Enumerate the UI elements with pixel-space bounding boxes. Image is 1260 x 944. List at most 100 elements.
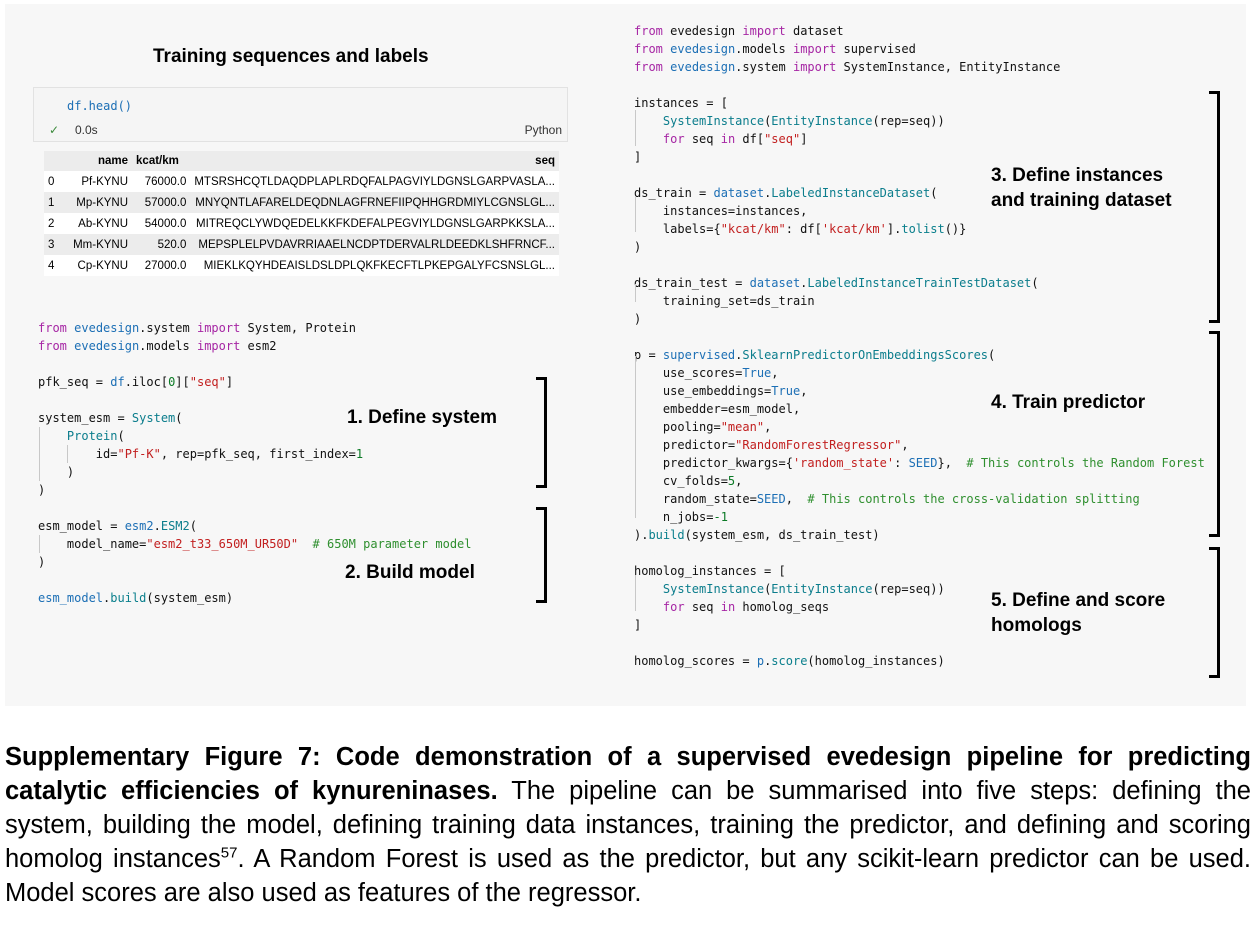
left-code-line: pfk_seq = df.iloc[0]["seq"] xyxy=(38,375,234,389)
notebook-cell[interactable]: df.head() ✓ 0.0s Python xyxy=(33,87,568,142)
step-3-label-line1: 3. Define instances xyxy=(991,165,1164,186)
right-code-block: from evedesign import dataset from evedes… xyxy=(634,22,1205,670)
right-code-line xyxy=(634,256,1205,274)
success-check-icon: ✓ xyxy=(49,123,60,137)
seq-cell: MNYQNTLAFARELDEQDNLAGFRNEFIIPQHHGRDMIYLC… xyxy=(190,192,559,213)
step-2-bracket xyxy=(536,507,547,603)
right-code-line: cv_folds=5, xyxy=(634,474,743,488)
right-code-line xyxy=(634,76,1205,94)
seq-cell: MTSRSHCQTLDAQDPLAPLRDQFALPAGVIYLDGNSLGAR… xyxy=(190,171,559,192)
left-code-line: id="Pf-K", rep=pfk_seq, first_index=1 xyxy=(38,447,364,461)
right-code-line: training_set=ds_train xyxy=(634,294,815,308)
right-code-line: p = supervised.SklearnPredictorOnEmbeddi… xyxy=(634,348,996,362)
table-panel-title: Training sequences and labels xyxy=(153,46,429,67)
name-cell: Ab-KYNU xyxy=(62,213,133,234)
column-header-index xyxy=(44,151,63,171)
right-code-line: predictor_kwargs={'random_state': SEED},… xyxy=(634,456,1205,470)
kcat-cell: 27000.0 xyxy=(132,255,191,276)
execution-time: 0.0s xyxy=(75,123,98,137)
right-code-line: predictor="RandomForestRegressor", xyxy=(634,438,909,452)
right-code-line: ds_train = dataset.LabeledInstanceDatase… xyxy=(634,186,938,200)
step-5-bracket xyxy=(1209,547,1220,678)
caption-body: The pipeline can be summarised into five… xyxy=(5,777,1251,873)
indent-guide xyxy=(635,356,636,518)
left-code-line: from evedesign.system import System, Pro… xyxy=(38,321,356,335)
right-code-line: homolog_instances = [ xyxy=(634,564,786,578)
right-code-line: ] xyxy=(634,618,642,632)
kcat-cell: 54000.0 xyxy=(132,213,191,234)
right-code-line: n_jobs=-1 xyxy=(634,510,728,524)
row-index-cell: 2 xyxy=(44,213,63,234)
right-code-line: from evedesign.system import SystemInsta… xyxy=(634,60,1061,74)
step-2-label: 2. Build model xyxy=(345,562,475,583)
left-code-block: from evedesign.system import System, Pro… xyxy=(38,319,472,607)
indent-guide xyxy=(635,575,636,611)
step-1-label: 1. Define system xyxy=(347,407,497,428)
kcat-cell: 57000.0 xyxy=(132,192,191,213)
seq-cell: MIEKLKQYHDEAISLDSLDPLQKFKECFTLPKEPGALYFC… xyxy=(190,255,559,276)
cell-code: df.head() xyxy=(67,99,133,113)
right-code-line: for seq in df["seq"] xyxy=(662,132,808,146)
right-code-line: random_state=SEED, # This controls the c… xyxy=(634,492,1140,506)
caption-title: Supplementary Figure 7: Code demonstrati… xyxy=(5,743,1251,805)
caption-body-end: . A Random Forest is used as the predict… xyxy=(5,845,1251,907)
left-code-line: ) xyxy=(38,483,46,497)
row-index-cell: 0 xyxy=(44,171,63,192)
right-code-line: embedder=esm_model, xyxy=(634,402,801,416)
step-3-bracket xyxy=(1209,91,1220,323)
right-code-line xyxy=(634,634,1205,652)
caption-reference: 57 xyxy=(220,844,238,862)
right-code-line: labels={"kcat/km": df['kcat/km'].tolist(… xyxy=(634,222,967,236)
step-4-label: 4. Train predictor xyxy=(991,392,1146,413)
row-index-cell: 1 xyxy=(44,192,63,213)
name-cell: Mp-KYNU xyxy=(62,192,133,213)
indent-guide xyxy=(39,427,40,481)
left-code-line: esm_model = esm2.ESM2( xyxy=(38,519,197,533)
left-code-line xyxy=(38,355,472,373)
name-cell: Cp-KYNU xyxy=(62,255,133,276)
left-code-line: from evedesign.models import esm2 xyxy=(38,339,277,353)
indent-guide xyxy=(39,535,40,553)
right-code-line: instances = [ xyxy=(634,96,728,110)
name-cell: Mm-KYNU xyxy=(62,234,133,255)
right-code-line xyxy=(634,544,1205,562)
left-code-line: ) xyxy=(38,555,46,569)
table-header-row: name kcat/km seq xyxy=(44,151,559,171)
left-code-line: system_esm = System( xyxy=(38,411,183,425)
right-code-line: SystemInstance(EntityInstance(rep=seq)) xyxy=(662,582,945,596)
column-header-seq: seq xyxy=(190,151,559,171)
language-label[interactable]: Python xyxy=(524,123,562,137)
right-code-line: ] xyxy=(634,150,642,164)
right-code-line: ds_train_test = dataset.LabeledInstanceT… xyxy=(634,276,1039,290)
row-index-cell: 4 xyxy=(44,255,63,276)
right-code-line: use_embeddings=True, xyxy=(634,384,808,398)
name-cell: Pf-KYNU xyxy=(62,171,133,192)
right-code-line: from evedesign.models import supervised xyxy=(634,42,916,56)
figure-caption: Supplementary Figure 7: Code demonstrati… xyxy=(5,740,1251,910)
kcat-cell: 76000.0 xyxy=(132,171,191,192)
seq-cell: MITREQCLYWDQEDELKKFKDEFALPEGVIYLDGNSLGAR… xyxy=(190,213,559,234)
step-5-label-line1: 5. Define and score xyxy=(991,590,1166,611)
left-code-line: ) xyxy=(38,465,75,479)
right-code-line: for seq in homolog_seqs xyxy=(662,600,830,614)
right-code-line: instances=instances, xyxy=(634,204,808,218)
right-code-line: from evedesign import dataset xyxy=(634,24,844,38)
kcat-cell: 520.0 xyxy=(132,234,191,255)
row-index-cell: 3 xyxy=(44,234,63,255)
left-code-line: model_name="esm2_t33_650M_UR50D" # 650M … xyxy=(38,537,472,551)
step-1-bracket xyxy=(536,377,547,488)
column-header-kcat: kcat/km xyxy=(132,151,191,171)
step-5-label-line2: homologs xyxy=(991,615,1082,636)
right-code-line: ) xyxy=(634,312,642,326)
right-code-line: homolog_scores = p.score(homolog_instanc… xyxy=(634,654,945,668)
left-code-line: esm_model.build(system_esm) xyxy=(38,591,234,605)
indent-guide xyxy=(635,196,636,232)
right-code-line xyxy=(634,328,1205,346)
step-4-bracket xyxy=(1209,331,1220,537)
